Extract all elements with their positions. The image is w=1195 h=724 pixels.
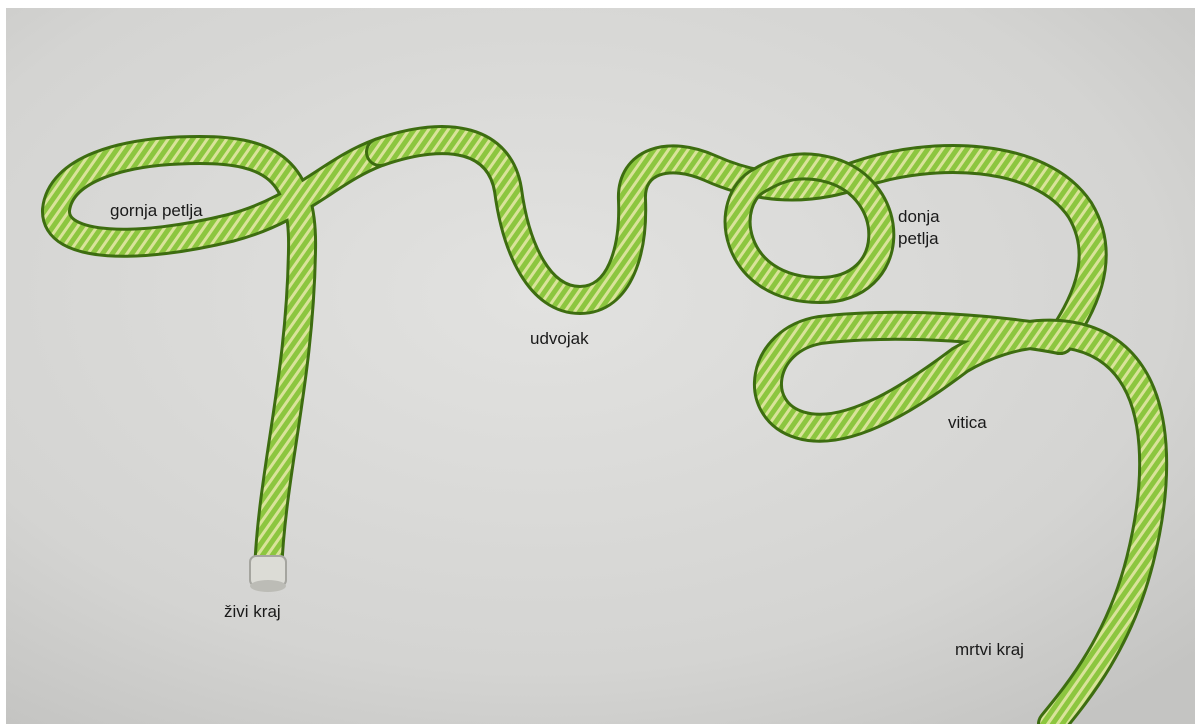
label-working-end: živi kraj: [224, 602, 281, 621]
rope-terms-photo: gornja petlja donja petlja udvojak vitic…: [6, 8, 1195, 724]
label-bottom-loop-1: donja: [898, 207, 940, 226]
label-top-loop: gornja petlja: [110, 201, 203, 220]
label-bottom-loop-2: petlja: [898, 229, 939, 248]
label-bight: udvojak: [530, 329, 589, 348]
label-standing-end: mrtvi kraj: [955, 640, 1024, 659]
rope-end-tape: [250, 556, 286, 592]
label-crossing-turn: vitica: [948, 413, 987, 432]
table-surface: [6, 8, 1195, 724]
